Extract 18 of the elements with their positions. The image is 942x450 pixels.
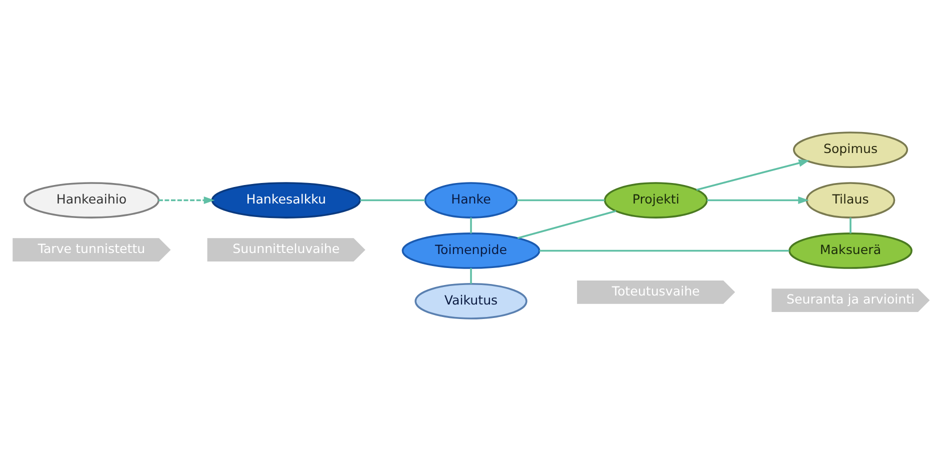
connector	[850, 217, 852, 233]
connector	[516, 198, 605, 201]
connector	[517, 210, 616, 238]
connector	[470, 217, 472, 233]
arrow	[696, 158, 810, 190]
connector	[539, 249, 790, 252]
node-ellipse: Hankeaihio	[23, 182, 160, 218]
node-ellipse: Tilaus	[806, 182, 896, 218]
node-ellipse: Projekti	[604, 182, 708, 218]
node-ellipse: Hanke	[424, 182, 518, 218]
connector	[360, 198, 425, 201]
node-ellipse: Vaikutus	[414, 282, 528, 319]
node-ellipse: Toimenpide	[402, 232, 540, 268]
connector	[470, 268, 472, 284]
node-ellipse: Hankesalkku	[211, 182, 361, 218]
arrow	[706, 196, 809, 204]
arrow	[158, 196, 215, 204]
node-ellipse: Maksuerä	[788, 232, 912, 268]
